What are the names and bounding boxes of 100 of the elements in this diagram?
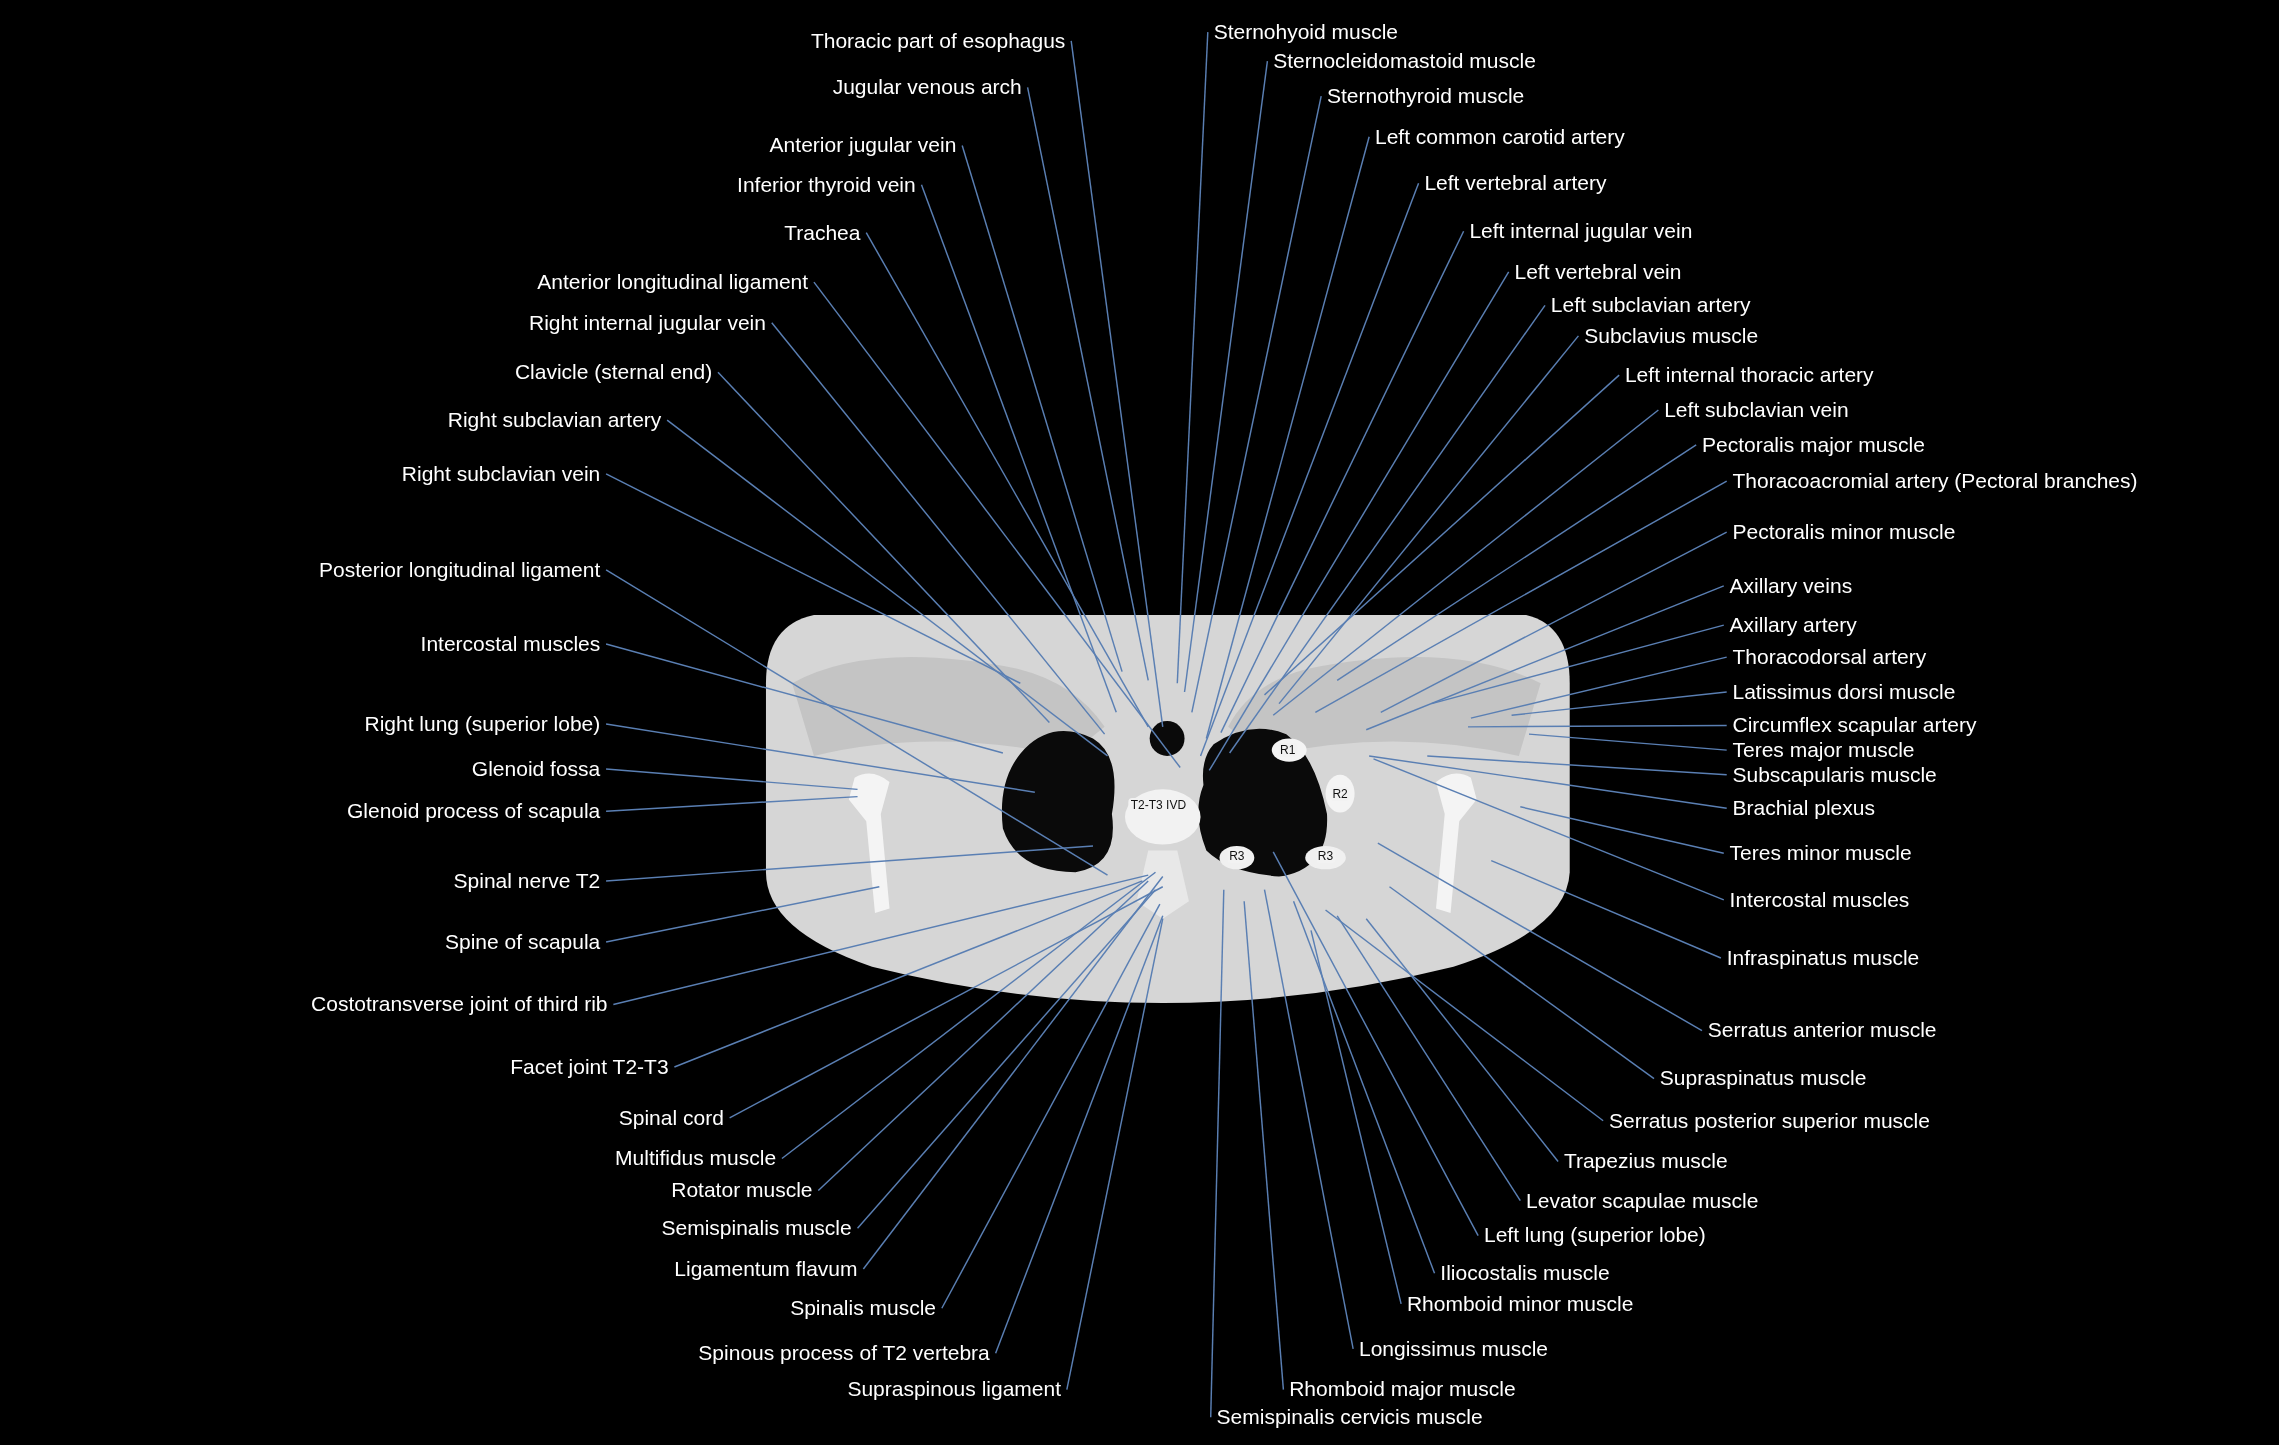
anatomy-label: Spinal cord [618,1105,724,1129]
leader-line [961,144,1123,673]
anatomy-label: Glenoid fossa [471,756,601,780]
leader-line [612,874,1149,1006]
leader-line [1377,842,1703,1032]
anatomy-label: Thoracoacromial artery (Pectoral branches) [1732,469,2138,493]
anatomy-label: Right subclavian vein [401,461,601,485]
leader-line [605,845,1094,882]
leader-line [1272,409,1660,716]
leader-line [1430,624,1725,705]
leader-line [1199,182,1420,757]
anatomy-label: Rotator muscle [671,1178,813,1202]
leader-line [1310,929,1402,1305]
anatomy-label: Teres major muscle [1732,737,1915,761]
leader-line [781,871,1157,1160]
leader-line [1372,758,1725,901]
leader-line [856,888,1157,1230]
leader-line [1510,691,1728,716]
leader-line [1365,585,1725,731]
anatomy-label: Posterior longitudinal ligament [318,557,601,581]
leader-line [1176,31,1209,684]
leader-line [813,281,1181,769]
anatomy-label: Thoracodorsal artery [1732,644,1927,668]
anatomy-label: Serratus anterior muscle [1707,1018,1937,1042]
leader-line [605,795,859,812]
leader-line [1183,60,1269,693]
anatomy-label: Left subclavian vein [1664,397,1849,421]
anatomy-label: Left vertebral vein [1514,259,1682,283]
leader-line [1519,806,1725,855]
leader-line [728,886,1164,1119]
anatomy-label: Iliocostalis muscle [1440,1261,1610,1285]
anatomy-label: Sternohyoid muscle [1213,19,1399,43]
anatomy-label: Infraspinatus muscle [1726,945,1920,969]
leader-line [1324,909,1604,1122]
anatomy-label: Ligamentum flavum [674,1256,858,1280]
anatomy-label: Pectoralis minor muscle [1732,519,1956,543]
anatomy-label: Glenoid process of scapula [346,799,601,822]
anatomy-label: Spinal nerve T2 [453,868,601,892]
anatomy-label: Right lung (superior lobe) [364,711,601,735]
leader-line [865,231,1149,728]
leader-line [1210,888,1225,1418]
anatomy-label: Thoracic part of esophagus [810,28,1066,52]
anatomy-label: Teres minor muscle [1729,841,1912,865]
anatomy-label: Brachial plexus [1732,796,1875,820]
leader-line [605,569,1109,876]
anatomy-label: Levator scapulae muscle [1526,1188,1759,1212]
anatomy-label: Spinalis muscle [790,1296,937,1320]
anatomy-label: Multifidus muscle [615,1146,777,1170]
anatomy-label: Semispinalis muscle [661,1216,852,1240]
anatomy-label: Left common carotid artery [1374,124,1625,148]
anatomy-label: Supraspinous ligament [847,1377,1061,1401]
leader-line [717,371,1051,724]
anatomy-label: Left vertebral artery [1424,171,1607,195]
anatomy-label: Anterior longitudinal ligament [537,269,809,293]
anatomy-label: Left internal jugular vein [1469,219,1693,243]
leader-line [1272,851,1479,1237]
leader-line [862,875,1164,1270]
anatomy-label: Sternocleidomastoid muscle [1273,49,1536,73]
leader-line [605,723,1036,793]
leader-line [1470,656,1728,719]
leader-line [1368,755,1728,809]
leader-line [1336,915,1522,1202]
leader-line [1336,444,1697,682]
leader-line [1243,900,1285,1391]
anatomy-label: Spine of scapula [445,929,601,953]
leader-line [920,184,1117,714]
leader-line [1278,335,1580,705]
anatomy-label: Intercostal muscles [420,631,601,655]
leader-line [605,643,1004,754]
anatomy-label: Facet joint T2-T3 [510,1054,669,1078]
leader-line [1467,724,1728,728]
leader-line [1208,271,1510,772]
leader-line [1263,374,1620,696]
anatomy-label: Sternothyroid muscle [1327,83,1525,107]
leader-line [1292,900,1436,1275]
leader-line [1263,888,1354,1350]
leader-line [1388,886,1655,1080]
leader-line [1205,136,1370,740]
anatomy-label: Axillary veins [1729,573,1853,597]
leader-line [673,880,1144,1068]
anatomy-label: Semispinalis cervicis muscle [1216,1405,1483,1429]
leader-line [1070,40,1164,728]
leader-line [1314,480,1728,714]
leader-line [666,419,1109,757]
leader-line [1365,918,1559,1163]
leader-line [1191,95,1322,714]
leader-line [1426,755,1728,776]
anatomy-label: Subscapularis muscle [1732,762,1937,786]
anatomy-label: Left subclavian artery [1550,293,1751,317]
anatomy-label: Supraspinatus muscle [1659,1066,1867,1090]
leader-line [771,322,1106,735]
leader-line [817,880,1149,1192]
anatomy-label: Right internal jugular vein [529,310,766,334]
leader-line [1528,733,1728,751]
anatomy-label: Left lung (superior lobe) [1483,1223,1706,1247]
anatomy-label: Intercostal muscles [1729,887,1910,911]
anatomy-label: Pectoralis major muscle [1701,432,1925,456]
leader-line [1220,230,1465,734]
anatomy-label: Serratus posterior superior muscle [1608,1108,1930,1132]
leader-line [994,915,1164,1354]
